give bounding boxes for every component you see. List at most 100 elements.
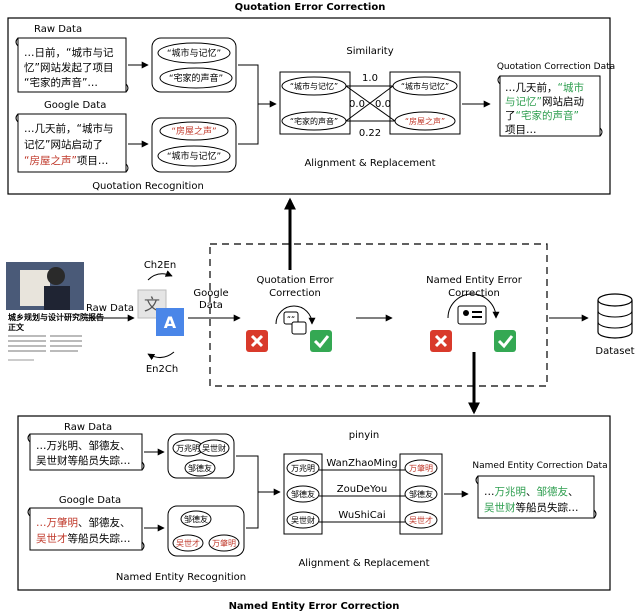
top-google-scroll: …几天前，“城市与 记忆”网站启动了 “房屋之声”项目… [15,113,129,173]
top-output-label: Quotation Correction Data [497,62,615,72]
top-raw-line-1: …日前，“城市与记 [24,46,114,59]
top-raw-scroll: …日前，“城市与记 忆”网站发起了项目 “宅家的声音”… [15,37,129,93]
top-raw-label: Raw Data [34,24,82,35]
translate-a: A [164,313,177,332]
bottom-google-label: Google Data [59,495,121,506]
bottom-section-box [17,415,611,591]
bottom-output-label: Named Entity Correction Data [472,461,607,471]
bottom-google-line-2: 吴世才等船员失踪… [36,532,131,545]
bottom-left-ent-2: 邹德友 [291,489,315,499]
bottom-recognition-label: Named Entity Recognition [116,572,246,583]
bottom-output-line-1-e: 、 [568,486,579,498]
top-google-line-3-rest: 项目… [77,155,109,167]
ner-label-2: Correction [448,288,500,299]
top-output-line-1: …几天前，“城市 [505,81,584,94]
bottom-google-line-2-red: 吴世才 [36,532,68,545]
top-google-line-2: 记忆”网站启动了 [24,138,103,151]
top-google-ellipse-1-text: “房屋之声” [171,125,216,137]
bottom-google-line-1-red: …万肇明 [36,516,78,529]
bottom-google-ent-ellipse-3 [208,534,240,552]
top-output-line-3-black: 了 [505,110,516,122]
top-google-line-3: “房屋之声”项目… [24,154,108,167]
article-caption-1: 城乡规划与设计研究院报告 [8,312,104,322]
news-article-thumbnail: 城乡规划与设计研究院报告 正文 [6,262,104,361]
bottom-google-ent-1: 邹德友 [184,514,208,524]
top-raw-ellipse-1 [157,42,231,64]
google-translate-icon: 文 A [137,270,184,361]
qec-reject-icon [246,330,268,352]
top-output-line-3: 了“宅家的声音” [505,109,579,122]
bottom-align-label: Alignment & Replacement [298,558,429,569]
article-caption-2: 正文 [8,322,25,332]
bottom-output-line-2-green: 吴世财 [484,501,516,514]
bottom-output-scroll: …万兆明、邹德友、 吴世财等船员失踪… [475,475,597,519]
bottom-output-line-1: …万兆明、邹德友、 [484,485,579,498]
bottom-raw-ent-2: 吴世财 [202,443,226,453]
bottom-right-ent-2: 邹德友 [409,489,433,499]
bottom-output-line-1-b: 万兆明 [495,486,527,498]
mid-google-label-1: Google [193,288,228,299]
top-output-line-2-green: 与记忆” [505,95,542,108]
bottom-raw-line-2: 吴世财等船员失踪… [36,454,131,467]
bottom-right-ent-3: 吴世才 [409,515,433,525]
top-raw-line-2: 忆”网站发起了项目 [24,61,113,74]
bottom-merge-arrow [236,455,281,496]
top-left-ellipse-1-text: “城市与记忆” [290,81,338,91]
bottom-google-ent-3: 万肇明 [212,538,236,548]
database-icon [597,293,633,339]
bottom-google-ent-ellipse-1 [180,510,212,528]
top-align-label: Alignment & Replacement [304,158,435,169]
bottom-output-line-1-a: … [484,486,495,498]
top-similarity-label: Similarity [346,46,393,57]
top-sim-mid-left: 0.0 [349,99,365,110]
qec-label-1: Quotation Error [256,275,334,286]
qec-label-2: Correction [269,288,321,299]
top-raw-ellipse-2-text: “宅家的声音” [169,72,223,84]
top-output-line-1-black: …几天前， [505,81,558,94]
top-sim-mid-right: 0.0 [375,99,391,110]
bottom-output-line-2-black: 等船员失踪… [516,501,579,514]
ner-label-1: Named Entity Error [426,275,523,286]
bottom-merge-line [246,492,259,529]
mid-google-label-2: Data [199,300,223,311]
bottom-left-ent-ellipse-1 [286,459,320,477]
pinyin-1: WanZhaoMing [326,458,397,469]
id-card-icon [447,293,500,325]
bottom-right-ent-ellipse-3 [404,511,438,529]
bottom-left-ent-3: 吴世财 [291,515,315,525]
top-raw-line-3: “宅家的声音”… [24,76,98,89]
bottom-title: Named Entity Error Correction [229,601,400,612]
top-section-box [7,17,611,195]
top-sim-bottom: 0.22 [359,128,381,139]
bottom-raw-ent-1: 万兆明 [176,443,200,453]
bottom-raw-line-1: …万兆明、邹德友、 [36,439,131,452]
top-sim-line-cross-2 [345,85,394,122]
bottom-raw-label: Raw Data [64,422,112,433]
pinyin-2: ZouDeYou [337,484,387,495]
bottom-raw-ent-3: 邹德友 [188,463,212,473]
top-raw-ellipse-1-text: “城市与记忆” [167,47,221,59]
top-right-ellipse-2-text: “房屋之声” [405,116,445,126]
bottom-google-line-1: …万肇明、邹德友、 [36,516,131,529]
top-output-line-2-black: 网站启动 [542,95,584,108]
top-merge-arrow [238,64,277,108]
bottom-right-ent-ellipse-2 [404,485,438,503]
top-output-line-4: 项目… [505,124,537,136]
bottom-raw-ent-ellipse-2 [198,439,230,457]
en2ch-label: En2Ch [146,364,178,375]
qec-accept-icon [310,330,332,352]
pipeline-dashed-box [209,243,548,387]
top-right-ellipse-1-text: “城市与记忆” [401,81,449,91]
bottom-output-line-2: 吴世财等船员失踪… [484,501,579,514]
top-google-line-1: …几天前，“城市与 [24,122,113,135]
top-output-line-1-green: “城市 [558,81,584,94]
bottom-output-line-1-d: 邹德友 [537,485,569,498]
bottom-google-line-1-black: 、邹德友、 [78,516,131,529]
dataset-label: Dataset [595,346,634,357]
bottom-right-ent-ellipse-1 [404,459,438,477]
top-raw-ellipse-2 [159,67,233,89]
ch2en-label: Ch2En [144,260,176,271]
top-sim-top: 1.0 [362,73,378,84]
bottom-output-line-1-c: 、 [526,486,537,498]
